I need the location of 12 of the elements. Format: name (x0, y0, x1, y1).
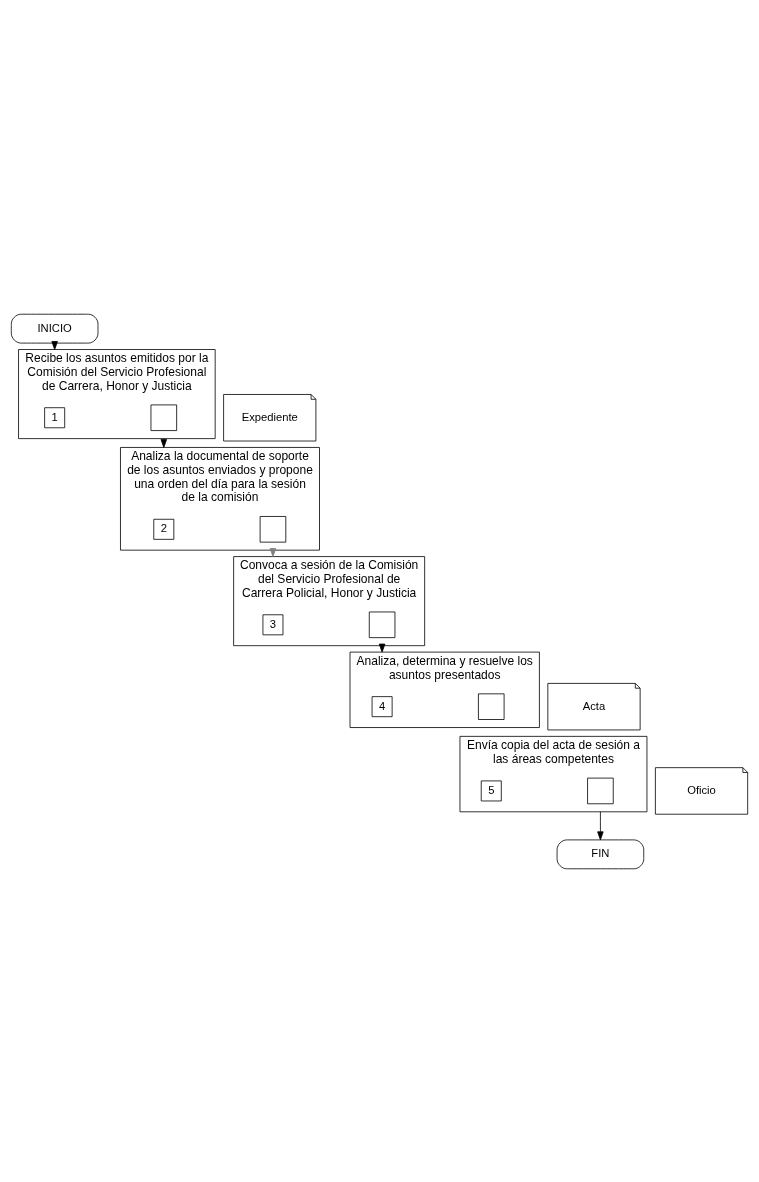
arrow (597, 810, 604, 840)
node-box: 5 (480, 780, 502, 801)
node-box (259, 515, 287, 543)
node-box: 3 (262, 613, 284, 635)
node-box (587, 777, 614, 804)
node-box: 1 (44, 406, 66, 428)
node-box (478, 692, 505, 720)
node-box (150, 404, 178, 431)
node-box (368, 611, 396, 638)
node-box: FIN (556, 839, 645, 869)
node-box: 4 (371, 695, 393, 717)
node-box: 2 (153, 518, 175, 540)
